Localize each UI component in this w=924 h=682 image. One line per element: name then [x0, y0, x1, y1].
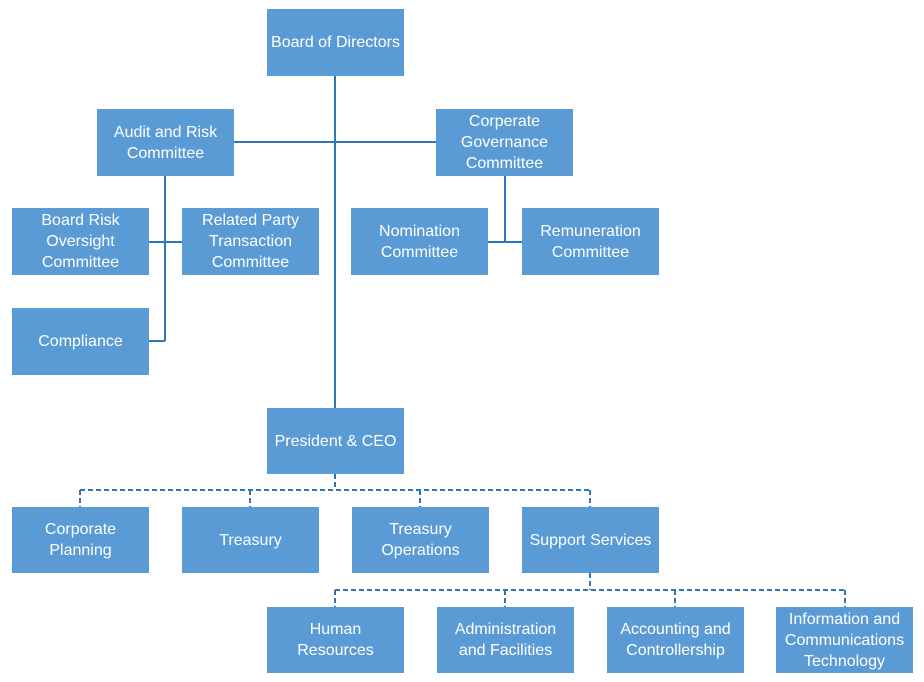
- president-ceo-label: President & CEO: [274, 432, 397, 450]
- support-services-label: Support Services: [529, 531, 652, 549]
- treasury-box: Treasury: [182, 507, 319, 573]
- ict-label: Information and Communications Technolog…: [784, 610, 905, 670]
- administration-facilities-label: Administration and Facilities: [454, 621, 557, 659]
- human-resources-box: Human Resources: [267, 607, 404, 673]
- treasury-operations-label: Treasury Operations: [381, 521, 460, 559]
- accounting-controllership-label: Accounting and Controllership: [620, 621, 731, 659]
- board-risk-oversight-committee-box: Board Risk Oversight Committee: [12, 208, 149, 275]
- corporate-governance-committee-box: Corperate Governance Committee: [436, 109, 573, 176]
- nomination-committee-box: Nomination Committee: [351, 208, 488, 275]
- corporate-planning-box: Corporate Planning: [12, 507, 149, 573]
- related-party-transaction-committee-box: Related Party Transaction Committee: [182, 208, 319, 275]
- accounting-controllership-box: Accounting and Controllership: [607, 607, 744, 673]
- compliance-box: Compliance: [12, 308, 149, 375]
- support-services-box: Support Services: [522, 507, 659, 573]
- corporate-governance-committee-label: Corperate Governance Committee: [460, 113, 549, 172]
- ict-box: Information and Communications Technolog…: [776, 607, 913, 673]
- audit-risk-committee-label: Audit and Risk Committee: [113, 123, 218, 162]
- remuneration-committee-box: Remuneration Committee: [522, 208, 659, 275]
- board-of-directors-label: Board of Directors: [271, 34, 400, 51]
- compliance-label: Compliance: [38, 333, 123, 350]
- human-resources-label: Human Resources: [297, 621, 374, 659]
- administration-facilities-box: Administration and Facilities: [437, 607, 574, 673]
- treasury-operations-box: Treasury Operations: [352, 507, 489, 573]
- corporate-planning-label: Corporate Planning: [44, 521, 117, 559]
- board-risk-oversight-committee-label: Board Risk Oversight Committee: [41, 212, 120, 271]
- president-ceo-box: President & CEO: [267, 408, 404, 474]
- nomination-committee-label: Nomination Committee: [379, 222, 460, 261]
- related-party-transaction-committee-label: Related Party Transaction Committee: [202, 212, 299, 271]
- audit-risk-committee-box: Audit and Risk Committee: [97, 109, 234, 176]
- remuneration-committee-label: Remuneration Committee: [540, 222, 641, 261]
- board-of-directors-box: Board of Directors: [267, 9, 404, 76]
- treasury-label: Treasury: [219, 531, 282, 549]
